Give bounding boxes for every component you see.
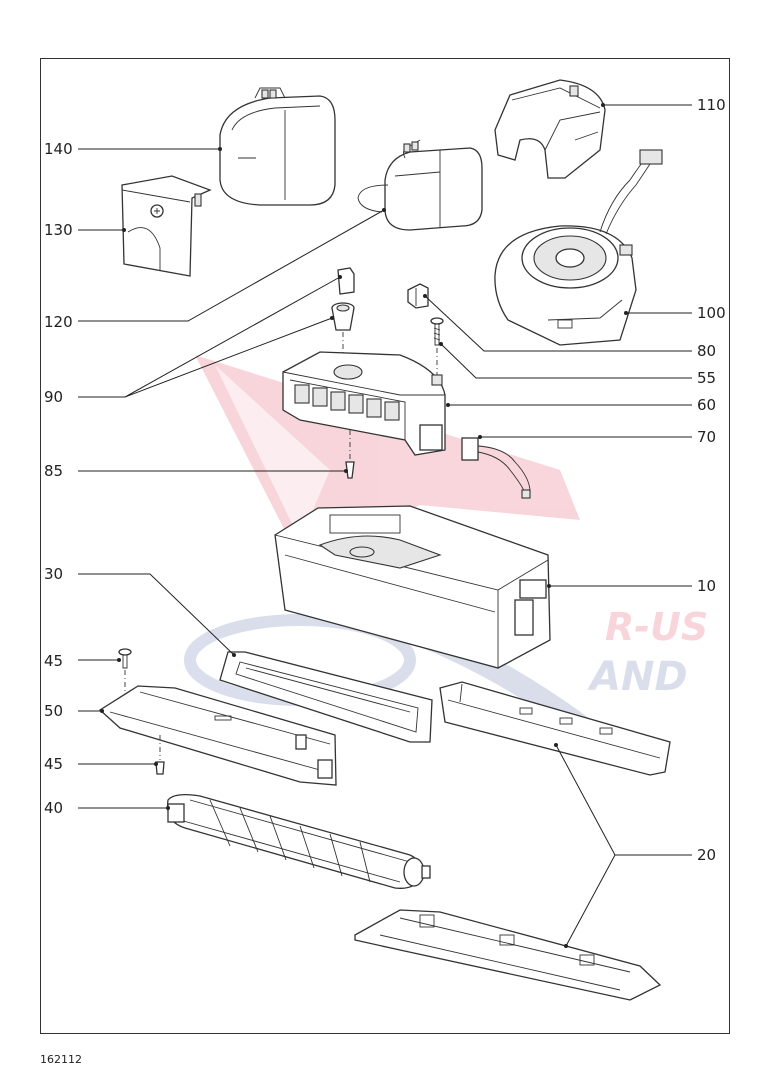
callout-130: 130 <box>44 221 126 239</box>
part-90-seal-cap <box>331 267 355 331</box>
callout-30: 30 <box>44 565 236 657</box>
part-40-roller-brush <box>166 794 431 889</box>
svg-text:55: 55 <box>697 369 716 387</box>
svg-text:60: 60 <box>697 396 716 414</box>
part-60-filter-housing <box>282 351 446 456</box>
watermark-word-2: AND <box>587 654 688 700</box>
svg-text:130: 130 <box>44 221 73 239</box>
part-130-cover-plate <box>121 175 212 277</box>
part-100-blower-fan <box>494 149 663 346</box>
part-70-switch <box>461 437 531 499</box>
part-10-dust-bin <box>274 505 551 669</box>
callout-110: 110 <box>601 96 726 114</box>
callout-50: 50 <box>44 702 104 720</box>
svg-text:40: 40 <box>44 799 63 817</box>
svg-text:30: 30 <box>44 565 63 583</box>
part-85-screw <box>345 461 355 479</box>
callout-20: 20 <box>554 743 716 948</box>
callout-100: 100 <box>624 304 726 322</box>
callout-10: 10 <box>547 577 716 595</box>
callout-70: 70 <box>478 428 716 446</box>
part-30-seal-frame <box>219 651 433 743</box>
callout-55: 55 <box>439 342 716 387</box>
part-55-screw <box>430 317 444 346</box>
svg-text:70: 70 <box>697 428 716 446</box>
part-120-battery-cell <box>357 139 483 231</box>
part-140-battery-pack <box>219 87 336 206</box>
svg-text:10: 10 <box>697 577 716 595</box>
drawing-code: 162112 <box>40 1053 82 1066</box>
callout-80: 80 <box>423 294 716 360</box>
svg-text:90: 90 <box>44 388 63 406</box>
svg-text:120: 120 <box>44 313 73 331</box>
part-110-motor-housing <box>494 79 606 179</box>
callout-60: 60 <box>446 396 716 414</box>
svg-text:140: 140 <box>44 140 73 158</box>
svg-text:110: 110 <box>697 96 726 114</box>
svg-text:20: 20 <box>697 846 716 864</box>
callout-90: 90 <box>44 275 342 406</box>
callout-45-upper: 45 <box>44 652 121 670</box>
part-45-screw-upper <box>118 648 132 669</box>
svg-text:85: 85 <box>44 462 63 480</box>
part-45-screw-lower <box>155 761 165 775</box>
callout-140: 140 <box>44 140 222 158</box>
drawing-frame <box>40 58 730 1034</box>
svg-text:100: 100 <box>697 304 726 322</box>
callout-45-lower: 45 <box>44 755 158 773</box>
callout-85: 85 <box>44 462 348 480</box>
part-50-brush-cover <box>98 685 337 786</box>
svg-text:45: 45 <box>44 755 63 773</box>
watermark-word-1: R-US <box>605 605 708 649</box>
svg-text:50: 50 <box>44 702 63 720</box>
svg-text:45: 45 <box>44 652 63 670</box>
svg-text:80: 80 <box>697 342 716 360</box>
callout-120: 120 <box>44 208 386 331</box>
callout-40: 40 <box>44 799 170 817</box>
part-80-clip <box>407 283 429 309</box>
part-20-side-brush-rail <box>439 681 671 776</box>
part-20-base-tray <box>354 909 662 1001</box>
